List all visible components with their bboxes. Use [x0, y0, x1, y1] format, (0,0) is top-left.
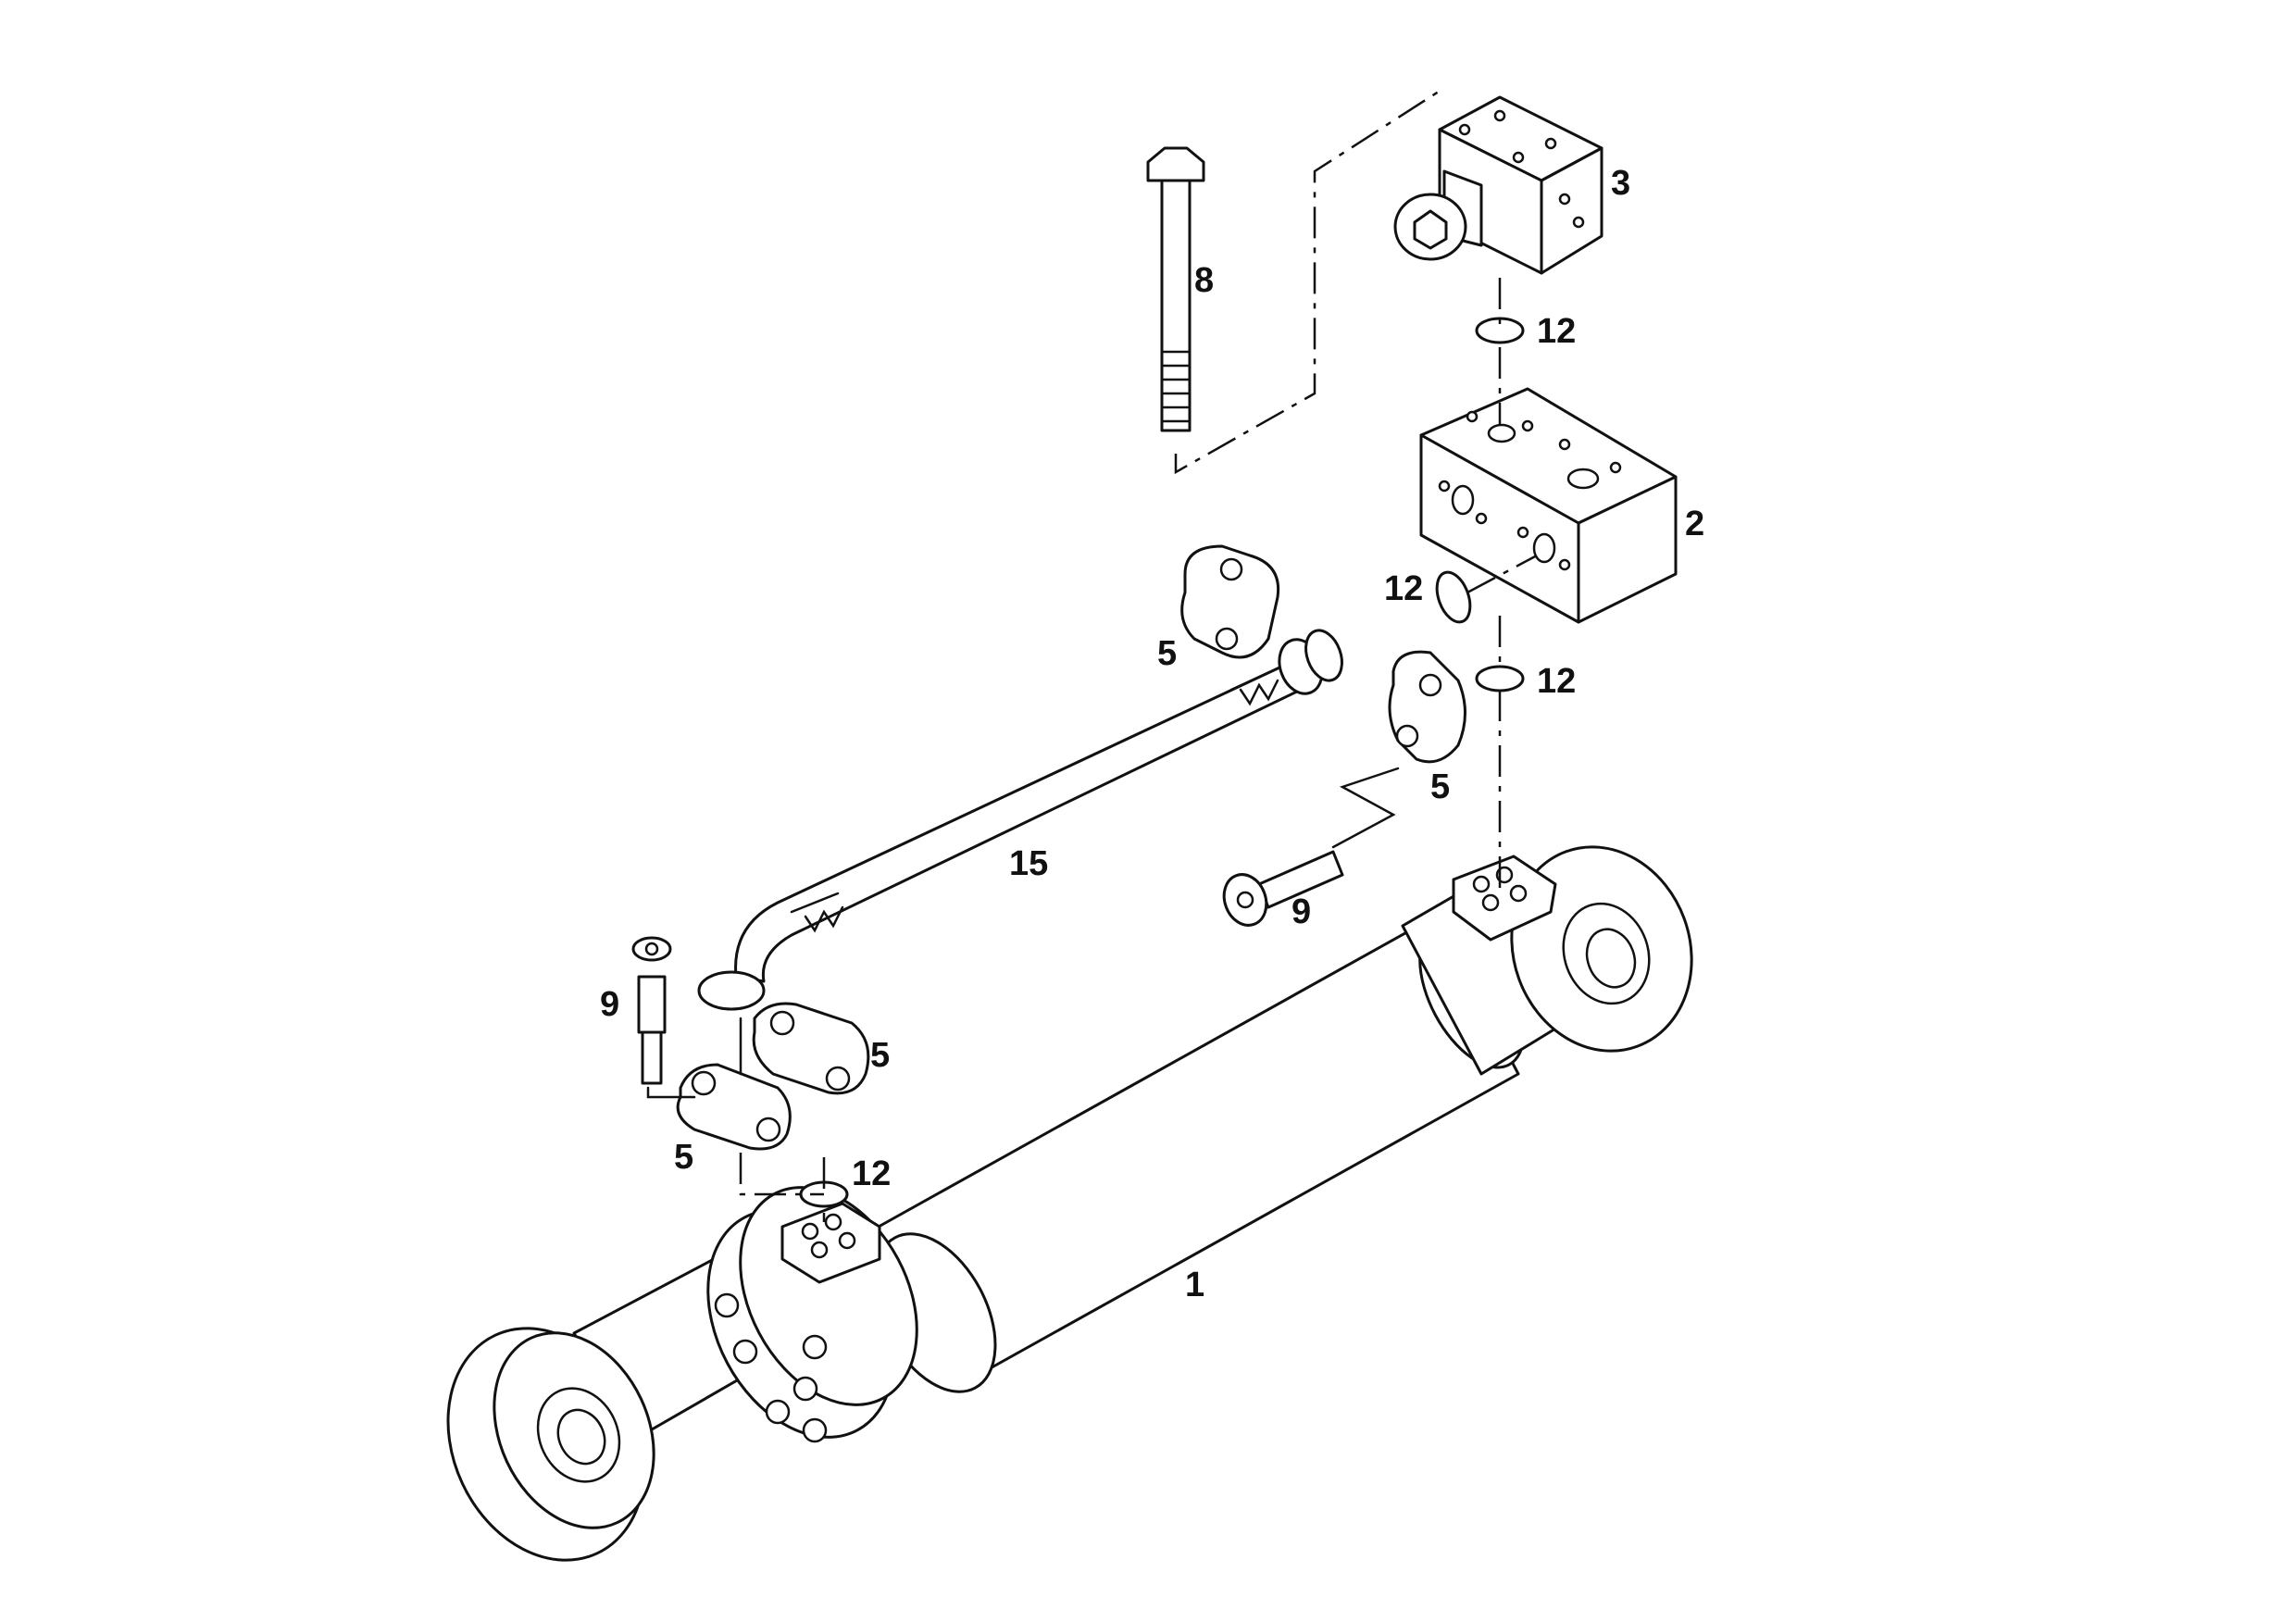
- label-o-ring-block-bottom: 12: [1537, 662, 1576, 701]
- label-clamp-lower-b: 5: [674, 1138, 693, 1177]
- long-bolt: [1146, 146, 1205, 432]
- callout-labels: 1 2 3 5 5 5 5 8 9 9 12 12 12 12 15: [600, 164, 1704, 1304]
- cap-screw-right: [1222, 850, 1344, 927]
- solenoid-valve: [1393, 95, 1603, 275]
- label-bolt: 8: [1194, 261, 1214, 300]
- flange-clamp-lower-b: [676, 1063, 792, 1151]
- label-o-ring-cylinder: 12: [852, 1154, 891, 1193]
- label-screw-right: 9: [1292, 892, 1311, 931]
- o-ring-block-bottom: [1475, 665, 1525, 692]
- label-valve-block: 2: [1685, 505, 1704, 543]
- label-clamp-upper-left: 5: [1157, 634, 1177, 673]
- label-cylinder: 1: [1185, 1266, 1204, 1304]
- label-o-ring-top: 12: [1537, 312, 1576, 351]
- flange-clamp-lower-a: [752, 1002, 870, 1095]
- label-solenoid-valve: 3: [1611, 164, 1630, 203]
- label-o-ring-block-left: 12: [1384, 569, 1423, 608]
- label-hose: 15: [1009, 844, 1048, 883]
- label-clamp-upper-right: 5: [1430, 767, 1450, 806]
- valve-block: [1419, 387, 1678, 624]
- flange-clamp-upper-right: [1388, 650, 1466, 764]
- flange-clamp-upper-left: [1180, 544, 1280, 659]
- hydraulic-hose: [697, 629, 1343, 1011]
- hydraulic-cylinder: [446, 845, 1693, 1562]
- cap-screw-left: [631, 936, 672, 1085]
- label-clamp-lower-a: 5: [870, 1036, 890, 1075]
- o-ring-block-left: [1435, 570, 1472, 624]
- assembly-guide-lines: [646, 86, 1538, 1222]
- label-screw-left: 9: [600, 985, 619, 1024]
